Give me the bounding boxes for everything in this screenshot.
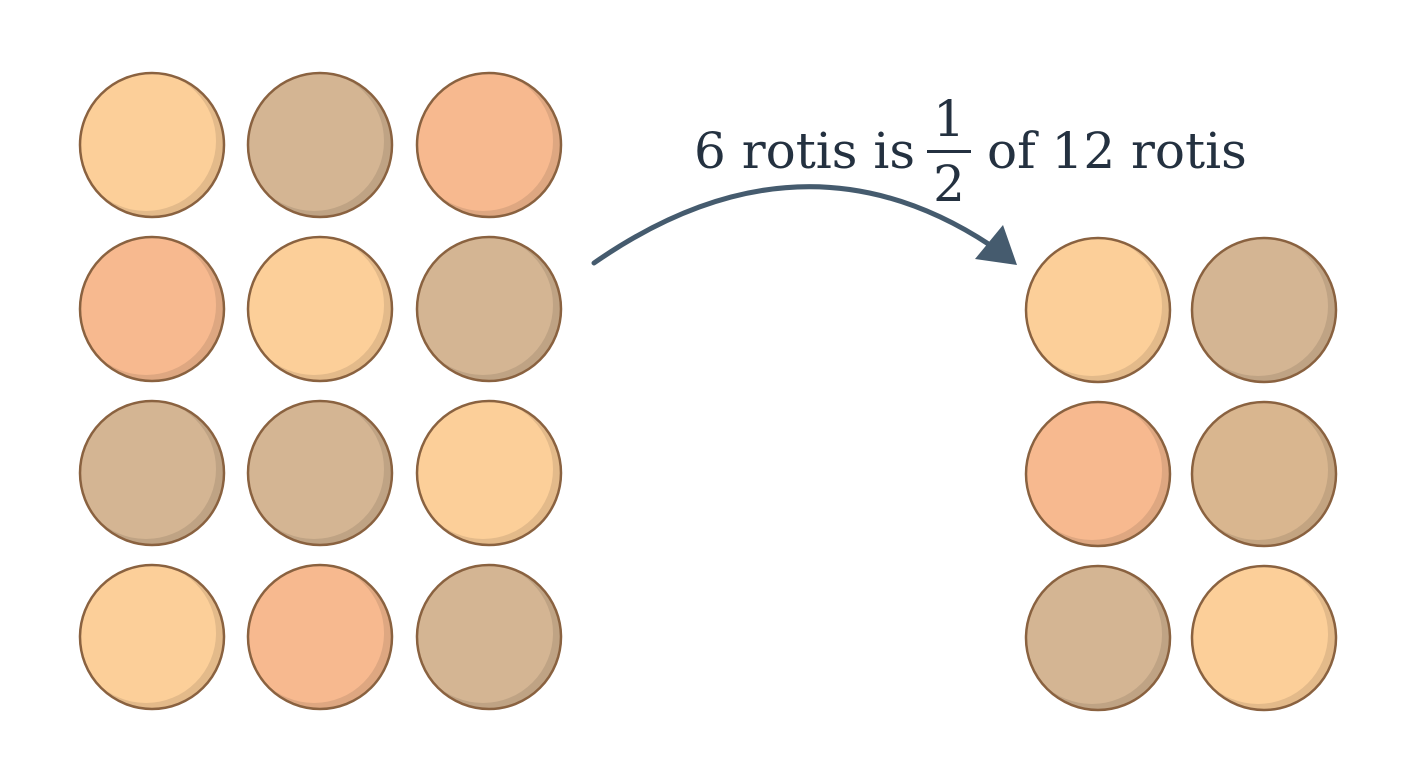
- roti-outline: [1190, 564, 1338, 712]
- roti-outline: [78, 399, 226, 547]
- roti-face: [80, 401, 216, 539]
- roti-half-2: [1190, 236, 1338, 384]
- whole-group-of-rotis: [78, 71, 563, 711]
- roti-outline: [246, 563, 394, 711]
- roti-face: [1026, 402, 1162, 540]
- caption-trail: of 12 rotis: [987, 122, 1247, 180]
- roti-face: [80, 237, 216, 375]
- roti-whole-6: [415, 235, 563, 383]
- roti-outline: [1190, 400, 1338, 548]
- roti-half-6: [1190, 564, 1338, 712]
- roti-whole-5: [246, 235, 394, 383]
- roti-whole-1: [78, 71, 226, 219]
- roti-outline: [415, 71, 563, 219]
- roti-outline: [1024, 400, 1172, 548]
- roti-outline: [246, 235, 394, 383]
- arrow-head-icon: [975, 225, 1017, 265]
- roti-outline: [1024, 236, 1172, 384]
- roti-outline: [415, 235, 563, 383]
- arrow-curve: [591, 184, 993, 266]
- roti-face: [417, 73, 553, 211]
- roti-outline: [1190, 236, 1338, 384]
- roti-outline: [78, 71, 226, 219]
- fraction-one-half: 1 2: [927, 94, 971, 209]
- roti-outline: [246, 399, 394, 547]
- roti-face: [417, 401, 553, 539]
- roti-outline: [415, 563, 563, 711]
- roti-whole-2: [246, 71, 394, 219]
- roti-face: [1026, 238, 1162, 376]
- fraction-caption: 6 rotis is 1 2 of 12 rotis: [694, 94, 1247, 209]
- transfer-arrow: [591, 184, 1017, 266]
- fraction-bar: [927, 149, 971, 153]
- roti-whole-10: [78, 563, 226, 711]
- roti-face: [248, 565, 384, 703]
- fraction-denominator: 2: [933, 154, 965, 213]
- roti-face: [1192, 402, 1328, 540]
- roti-face: [80, 73, 216, 211]
- half-group-of-rotis: [1024, 236, 1338, 712]
- roti-face: [248, 237, 384, 375]
- roti-whole-7: [78, 399, 226, 547]
- roti-outline: [415, 399, 563, 547]
- roti-half-4: [1190, 400, 1338, 548]
- caption-lead: 6 rotis is: [694, 122, 915, 180]
- roti-outline: [78, 235, 226, 383]
- roti-face: [248, 401, 384, 539]
- roti-outline: [246, 71, 394, 219]
- roti-whole-9: [415, 399, 563, 547]
- roti-face: [1192, 238, 1328, 376]
- roti-half-1: [1024, 236, 1172, 384]
- roti-whole-4: [78, 235, 226, 383]
- roti-face: [1192, 566, 1328, 704]
- roti-outline: [78, 563, 226, 711]
- roti-half-5: [1024, 564, 1172, 712]
- roti-whole-11: [246, 563, 394, 711]
- roti-face: [417, 565, 553, 703]
- roti-whole-3: [415, 71, 563, 219]
- roti-face: [248, 73, 384, 211]
- roti-face: [1026, 566, 1162, 704]
- roti-face: [417, 237, 553, 375]
- roti-outline: [1024, 564, 1172, 712]
- roti-half-3: [1024, 400, 1172, 548]
- roti-face: [80, 565, 216, 703]
- roti-whole-8: [246, 399, 394, 547]
- roti-whole-12: [415, 563, 563, 711]
- fraction-numerator: 1: [933, 89, 965, 148]
